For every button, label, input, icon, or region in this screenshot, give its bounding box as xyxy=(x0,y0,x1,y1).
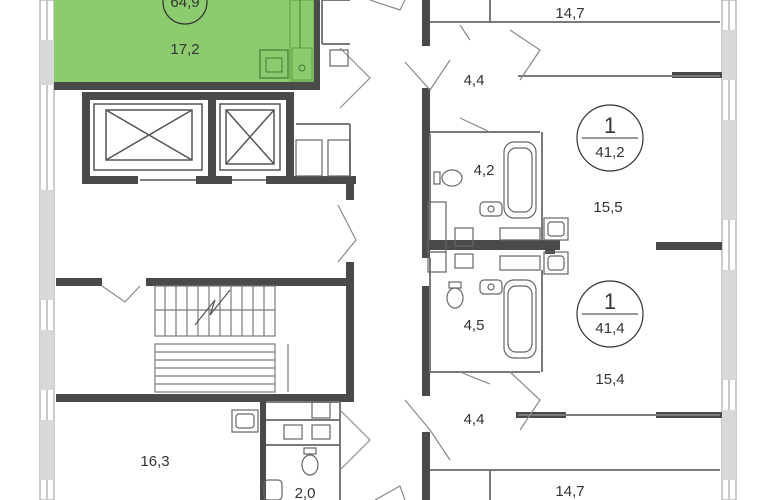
room-area-room-upper: 15,5 xyxy=(593,199,622,216)
left-facade xyxy=(39,0,55,500)
room-area-bottom-right: 14,7 xyxy=(555,483,584,500)
apartment-total-area: 41,4 xyxy=(595,320,624,337)
room-area-room-lower: 15,4 xyxy=(595,371,624,388)
apartment-badge-lower[interactable]: 1 41,4 xyxy=(576,280,644,348)
staircase xyxy=(154,285,289,393)
highlighted-total-area: 64,9 xyxy=(170,0,199,11)
room-area-hall-upper: 4,4 xyxy=(464,72,485,89)
highlighted-apartment[interactable] xyxy=(54,0,315,83)
apartment-rooms-count: 1 xyxy=(604,113,616,138)
highlighted-room-area: 17,2 xyxy=(170,41,199,58)
room-area-hall-lower: 4,4 xyxy=(464,411,485,428)
apartment-rooms-count: 1 xyxy=(604,289,616,314)
room-area-labels: 14,7 4,4 4,2 15,5 4,5 15,4 4,4 14,7 16,3… xyxy=(140,5,624,500)
elevator-shafts xyxy=(93,103,281,181)
room-area-bath-upper: 4,2 xyxy=(474,162,495,179)
apartment-total-area: 41,2 xyxy=(595,144,624,161)
room-area-top-right: 14,7 xyxy=(555,5,584,22)
apartment-badge-upper[interactable]: 1 41,2 xyxy=(576,104,644,172)
room-area-bottom-left: 16,3 xyxy=(140,453,169,470)
doors xyxy=(101,0,541,500)
highlighted-labels: 64,9 17,2 xyxy=(162,0,208,58)
bathroom-fixtures xyxy=(231,49,569,500)
room-area-bath-lower: 4,5 xyxy=(464,317,485,334)
right-facade xyxy=(721,0,737,500)
apartment-area-badge xyxy=(162,0,208,25)
room-area-bath-bottom-left: 2,0 xyxy=(295,485,316,500)
